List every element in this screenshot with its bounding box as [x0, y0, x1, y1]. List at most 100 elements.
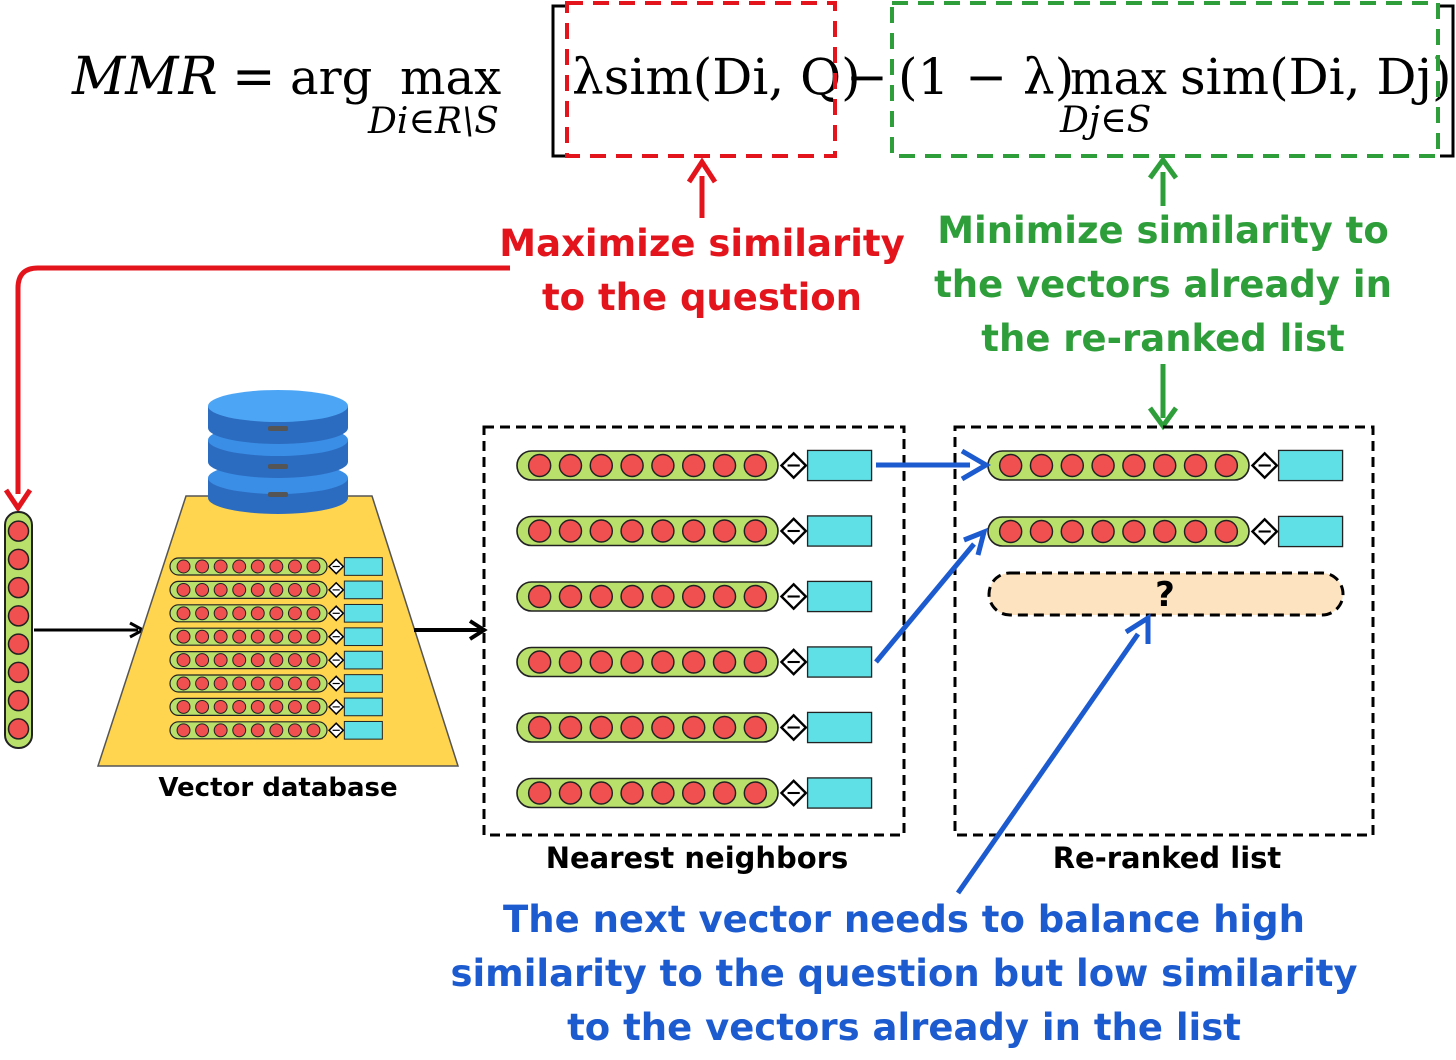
- vector-element: [1029, 519, 1054, 544]
- vector-element: [195, 606, 210, 621]
- vector-element: [195, 582, 210, 597]
- vector-element: [176, 629, 191, 644]
- vector-element: [743, 584, 768, 609]
- vector-element: [1122, 519, 1146, 544]
- maximize-annotation: Maximize similarity to the question: [499, 157, 905, 319]
- nearest-neighbor-row: [516, 580, 873, 613]
- db-to-nn-arrowhead: [468, 619, 488, 641]
- vector-element: [213, 723, 228, 738]
- vector-tag: [806, 711, 873, 744]
- vector-element: [712, 781, 737, 805]
- vector-element: [269, 559, 284, 574]
- minimize-annotation: Minimize similarity to the vectors alrea…: [934, 155, 1392, 431]
- vector-element: [1060, 519, 1085, 544]
- term2-highlight-box: [890, 1, 1440, 158]
- vector-database-label: Vector database: [158, 773, 397, 803]
- vector-element: [620, 715, 644, 740]
- vector-element: [176, 676, 191, 691]
- nearest-neighbor-list: [516, 449, 873, 809]
- vector-element: [232, 582, 247, 597]
- vector-element: [213, 653, 228, 668]
- vector-element: [589, 650, 614, 674]
- nn4-to-rr2-arrow: [874, 542, 976, 664]
- vector-element: [250, 629, 265, 644]
- db-vector-row: [169, 720, 383, 740]
- vector-element: [527, 453, 552, 478]
- next-vector-placeholder: [987, 571, 1345, 617]
- balance-annotation: The next vector needs to balance high si…: [450, 898, 1357, 1049]
- vector-element: [1183, 453, 1208, 478]
- vector-element: [195, 723, 210, 738]
- vector-element: [527, 584, 552, 609]
- nearest-neighbor-row: [516, 449, 873, 482]
- vector-element: [213, 629, 228, 644]
- vector-element: [195, 653, 210, 668]
- vector-tag: [1277, 515, 1344, 548]
- vector-element: [1152, 453, 1177, 478]
- vector-element: [250, 606, 265, 621]
- vector-element: [1091, 519, 1115, 544]
- vector-element: [681, 781, 706, 805]
- vector-element: [651, 650, 675, 674]
- vector-element: [176, 723, 191, 738]
- vector-tag: [343, 650, 383, 670]
- vector-tag: [343, 674, 383, 693]
- vector-element: [589, 715, 614, 740]
- vector-element: [1152, 519, 1177, 544]
- vector-element: [1060, 453, 1085, 478]
- vector-element: [306, 582, 321, 597]
- reranked-list-box: [953, 425, 1375, 837]
- vector-element: [176, 606, 191, 621]
- vector-element: [1214, 453, 1239, 478]
- vector-tag: [343, 720, 383, 740]
- vector-element: [681, 650, 706, 674]
- reranked-list-panel: ? Re-ranked list: [953, 425, 1375, 875]
- vector-element: [176, 699, 191, 714]
- vector-element: [712, 453, 737, 478]
- vector-element: [620, 781, 644, 805]
- vector-element: [287, 653, 302, 668]
- vector-element: [176, 582, 191, 597]
- query-vector-element: [7, 633, 30, 655]
- vector-element: [998, 519, 1023, 544]
- query-vector-element: [7, 718, 30, 740]
- vector-element: [232, 629, 247, 644]
- vector-tag: [343, 697, 383, 717]
- term1-highlight-box: [565, 1, 837, 158]
- vector-element: [651, 584, 675, 609]
- vector-tag: [343, 603, 383, 623]
- vector-element: [681, 715, 706, 740]
- vector-tag: [806, 777, 873, 809]
- vector-element: [620, 453, 644, 478]
- query-connector-arrow: [15, 265, 510, 494]
- formula-term2-subscript: Dj∈S: [1059, 100, 1151, 141]
- vector-tag: [806, 515, 873, 547]
- vector-element: [287, 582, 302, 597]
- vector-element: [681, 453, 706, 478]
- vector-element: [712, 584, 737, 609]
- db-cylinder-icon: [208, 390, 348, 514]
- vector-element: [250, 653, 265, 668]
- vector-tag: [806, 646, 873, 678]
- vector-element: [743, 781, 768, 805]
- vector-element: [195, 629, 210, 644]
- formula-arg: arg: [290, 50, 372, 106]
- nearest-neighbor-row: [516, 515, 873, 547]
- query-vector-element: [7, 605, 30, 627]
- formula-bracket-right: [1440, 4, 1455, 158]
- vector-element: [306, 699, 321, 714]
- minimize-arrowhead-up: [1147, 155, 1179, 180]
- reranked-list-label: Re-ranked list: [1053, 841, 1282, 875]
- vector-element: [306, 676, 321, 691]
- query-vector-element: [7, 548, 30, 571]
- vector-element: [1214, 519, 1239, 544]
- nearest-neighbors-box: [482, 425, 906, 837]
- reranked-row: [987, 449, 1344, 482]
- vector-element: [527, 650, 552, 674]
- vector-element: [527, 715, 552, 740]
- next-vector-question-mark: ?: [1155, 575, 1175, 615]
- vector-element: [269, 676, 284, 691]
- vector-element: [712, 715, 737, 740]
- vector-element: [681, 519, 706, 543]
